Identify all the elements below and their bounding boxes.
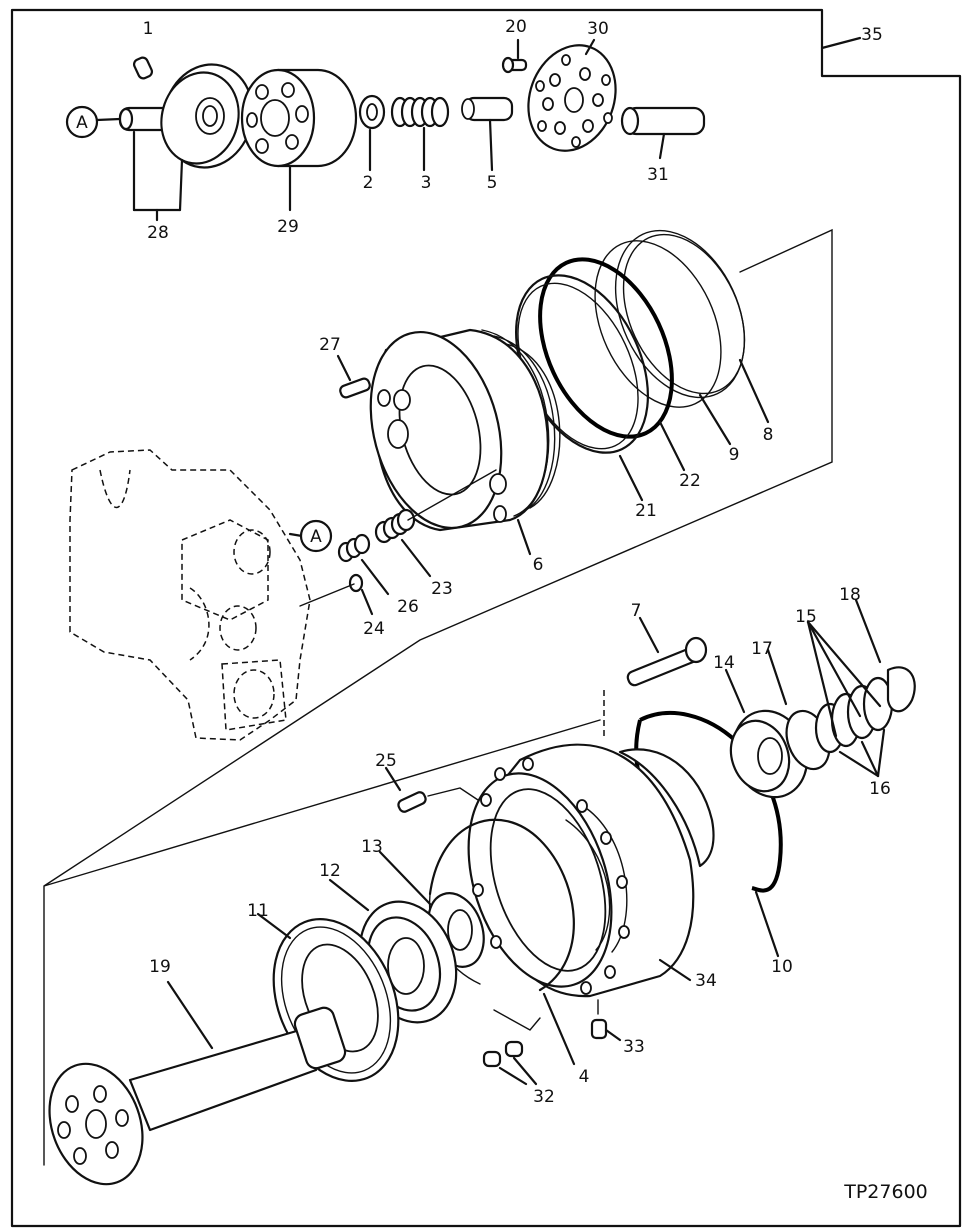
leader-35 bbox=[820, 36, 862, 50]
label-16: 16 bbox=[869, 779, 891, 799]
part-29-cylinder-block bbox=[240, 68, 358, 212]
label-12: 12 bbox=[319, 861, 341, 881]
label-30: 30 bbox=[587, 19, 609, 39]
frame-border bbox=[10, 8, 962, 1228]
label-23: 23 bbox=[431, 579, 453, 599]
part-2-washer bbox=[358, 94, 386, 172]
label-11: 11 bbox=[247, 901, 269, 921]
label-13: 13 bbox=[361, 837, 383, 857]
pump-body-phantom bbox=[69, 449, 311, 741]
label-29: 29 bbox=[277, 217, 299, 237]
part-24-oring bbox=[348, 573, 374, 616]
label-18: 18 bbox=[839, 585, 861, 605]
part-15-16-springs bbox=[806, 620, 894, 778]
callout-a-top: A bbox=[65, 105, 122, 139]
label-33: 33 bbox=[623, 1037, 645, 1057]
subassembly-boundary bbox=[43, 228, 833, 1166]
part-6-housing bbox=[369, 328, 561, 556]
part-18-retainer bbox=[854, 598, 916, 713]
spring-axis-line bbox=[407, 469, 497, 521]
part-3-spring bbox=[390, 96, 450, 172]
label-4: 4 bbox=[579, 1067, 590, 1087]
part-8-ring bbox=[614, 229, 770, 424]
label-14: 14 bbox=[713, 653, 735, 673]
part-labels: 1 2 3 4 5 6 7 8 9 10 11 12 13 14 15 16 1… bbox=[143, 17, 891, 1107]
label-3: 3 bbox=[421, 173, 432, 193]
part-30-retainer-plate bbox=[527, 38, 617, 152]
part-23-spring bbox=[374, 508, 432, 578]
oring-axis-line bbox=[299, 583, 355, 607]
label-26: 26 bbox=[397, 597, 419, 617]
part-27-pin bbox=[336, 354, 371, 399]
label-32: 32 bbox=[533, 1087, 555, 1107]
label-22: 22 bbox=[679, 471, 701, 491]
label-6: 6 bbox=[533, 555, 544, 575]
label-21: 21 bbox=[635, 501, 657, 521]
part-26-spring bbox=[337, 533, 390, 596]
part-22-ring bbox=[538, 257, 686, 472]
label-35: 35 bbox=[861, 25, 883, 45]
part-1-pin bbox=[132, 56, 154, 80]
label-20: 20 bbox=[505, 17, 527, 37]
part-25-pin bbox=[384, 766, 479, 813]
part-28-valve-plate bbox=[118, 63, 254, 222]
label-25: 25 bbox=[375, 751, 397, 771]
part-5-retainer bbox=[461, 96, 514, 172]
part-7-bolt bbox=[626, 616, 708, 687]
part-33-plug bbox=[590, 1018, 622, 1042]
drawing-code: TP27600 bbox=[843, 1181, 928, 1203]
part-31-piston bbox=[620, 106, 706, 160]
part-32-plugs bbox=[482, 1040, 538, 1086]
label-8: 8 bbox=[763, 425, 774, 445]
label-7: 7 bbox=[631, 601, 642, 621]
label-15: 15 bbox=[795, 607, 817, 627]
label-19: 19 bbox=[149, 957, 171, 977]
label-2: 2 bbox=[363, 173, 374, 193]
label-34: 34 bbox=[695, 971, 717, 991]
label-27: 27 bbox=[319, 335, 341, 355]
label-10: 10 bbox=[771, 957, 793, 977]
callout-a-mid: A bbox=[288, 519, 333, 553]
label-9: 9 bbox=[729, 445, 740, 465]
label-28: 28 bbox=[147, 223, 169, 243]
label-17: 17 bbox=[751, 639, 773, 659]
label-24: 24 bbox=[363, 619, 385, 639]
label-5: 5 bbox=[487, 173, 498, 193]
part-20-screw bbox=[501, 38, 528, 74]
callout-a-top-text: A bbox=[76, 113, 88, 133]
label-1: 1 bbox=[143, 19, 154, 39]
label-31: 31 bbox=[647, 165, 669, 185]
part-19-shaft bbox=[48, 980, 347, 1186]
part-9-ring bbox=[594, 240, 732, 446]
part-34-main-housing bbox=[467, 743, 715, 1015]
callout-a-mid-text: A bbox=[310, 527, 322, 547]
